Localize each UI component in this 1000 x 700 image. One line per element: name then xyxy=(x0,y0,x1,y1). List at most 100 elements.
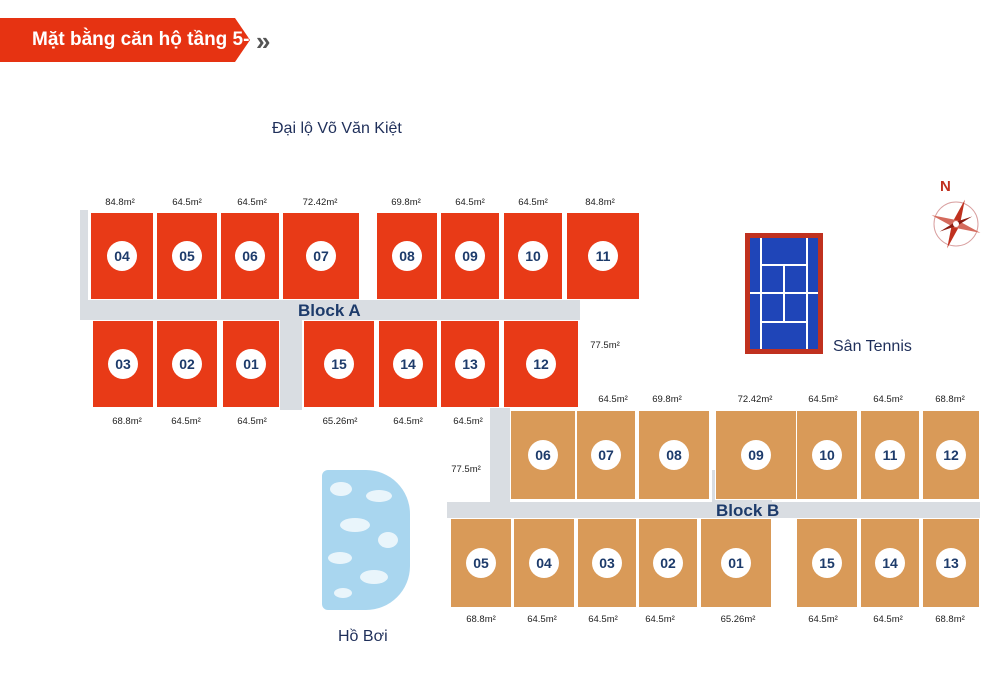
unit-number-badge: 03 xyxy=(108,349,138,379)
block-b-connector xyxy=(490,408,510,508)
unit-number-badge: 04 xyxy=(529,548,559,578)
pool-pattern xyxy=(378,532,398,548)
block-a-bottom-unit[interactable]: 01 xyxy=(222,320,280,408)
block-b-bottom-area-label: 64.5m² xyxy=(873,614,903,625)
block-b-bottom-unit[interactable]: 04 xyxy=(513,518,575,608)
title-banner: Mặt bằng căn hộ tầng 5-21 » xyxy=(0,18,271,62)
unit-number-badge: 05 xyxy=(172,241,202,271)
block-a-top-area-label: 64.5m² xyxy=(237,197,267,208)
pool-pattern xyxy=(328,552,352,564)
block-b-bottom-area-label: 64.5m² xyxy=(527,614,557,625)
tennis-court xyxy=(750,238,818,349)
block-b-top-unit[interactable]: 08 xyxy=(638,410,710,500)
block-a-top-unit[interactable]: 05 xyxy=(156,212,218,300)
unit-number-badge: 03 xyxy=(592,548,622,578)
unit-number-badge: 09 xyxy=(741,440,771,470)
banner-background xyxy=(0,18,250,62)
block-b-bottom-unit[interactable]: 15 xyxy=(796,518,858,608)
unit-number-badge: 12 xyxy=(936,440,966,470)
block-a-bottom-area-label: 68.8m² xyxy=(112,416,142,427)
tennis-label: Sân Tennis xyxy=(833,338,912,355)
block-a-top-unit[interactable]: 08 xyxy=(376,212,438,300)
court-center-line xyxy=(783,264,785,323)
unit-number-badge: 10 xyxy=(812,440,842,470)
block-a-top-area-label: 64.5m² xyxy=(518,197,548,208)
block-a-top-unit[interactable]: 06 xyxy=(220,212,280,300)
block-b-bottom-area-label: 64.5m² xyxy=(808,614,838,625)
block-a-core xyxy=(280,320,302,410)
unit-number-badge: 15 xyxy=(812,548,842,578)
block-a-top-unit[interactable]: 07 xyxy=(282,212,360,300)
block-a-outline xyxy=(80,210,88,320)
block-b-top-area-label: 69.8m² xyxy=(652,394,682,405)
chevron-right-icon: » xyxy=(256,26,271,56)
pool-pattern xyxy=(334,588,352,598)
block-b-bottom-area-label: 68.8m² xyxy=(935,614,965,625)
block-a-top-area-label: 64.5m² xyxy=(172,197,202,208)
block-b-top-unit[interactable]: 06 xyxy=(510,410,576,500)
north-label: N xyxy=(940,178,951,195)
block-b-bottom-area-label: 64.5m² xyxy=(588,614,618,625)
block-b-top-unit[interactable]: 09 xyxy=(715,410,797,500)
block-a-side-area: 77.5m² xyxy=(590,340,620,351)
compass-rose-icon xyxy=(931,199,981,249)
banner-title: Mặt bằng căn hộ tầng 5-21 xyxy=(32,29,271,50)
unit-number-badge: 06 xyxy=(528,440,558,470)
block-b-side-area: 77.5m² xyxy=(451,464,481,475)
block-a-top-unit[interactable]: 10 xyxy=(503,212,563,300)
block-a-top-area-label: 72.42m² xyxy=(302,197,338,208)
block-b-top-unit[interactable]: 12 xyxy=(922,410,980,500)
block-b-bottom-unit[interactable]: 03 xyxy=(577,518,637,608)
block-b-bottom-unit[interactable]: 14 xyxy=(860,518,920,608)
block-a-bottom-unit[interactable]: 03 xyxy=(92,320,154,408)
block-a-bottom-unit[interactable]: 13 xyxy=(440,320,500,408)
unit-number-badge: 12 xyxy=(526,349,556,379)
unit-number-badge: 07 xyxy=(591,440,621,470)
road-label: Đại lộ Võ Văn Kiệt xyxy=(272,120,402,137)
block-a-label: Block A xyxy=(298,301,361,320)
unit-number-badge: 08 xyxy=(392,241,422,271)
block-a-bottom-unit[interactable]: 15 xyxy=(303,320,375,408)
pool-pattern xyxy=(366,490,392,502)
block-b-label: Block B xyxy=(716,501,780,520)
block-b-top-area-label: 64.5m² xyxy=(808,394,838,405)
block-a-top-unit[interactable]: 04 xyxy=(90,212,154,300)
unit-number-badge: 05 xyxy=(466,548,496,578)
unit-number-badge: 01 xyxy=(236,349,266,379)
block-a-top-unit[interactable]: 11 xyxy=(566,212,640,300)
unit-number-badge: 08 xyxy=(659,440,689,470)
block-b-top-unit[interactable]: 10 xyxy=(796,410,858,500)
unit-number-badge: 02 xyxy=(172,349,202,379)
block-b-bottom-unit[interactable]: 01 xyxy=(700,518,772,608)
block-a-top-area-label: 84.8m² xyxy=(585,197,615,208)
block-b-bottom-unit[interactable]: 02 xyxy=(638,518,698,608)
unit-number-badge: 14 xyxy=(393,349,423,379)
block-a-top-area-label: 69.8m² xyxy=(391,197,421,208)
block-a-bottom-unit[interactable]: 02 xyxy=(156,320,218,408)
block-a-bottom-area-label: 64.5m² xyxy=(171,416,201,427)
block-a-bottom-unit[interactable]: 12 xyxy=(503,320,579,408)
block-b-bottom-unit[interactable]: 05 xyxy=(450,518,512,608)
block-b-bottom-area-label: 65.26m² xyxy=(720,614,756,625)
unit-number-badge: 02 xyxy=(653,548,683,578)
swimming-pool xyxy=(322,470,410,610)
unit-number-badge: 06 xyxy=(235,241,265,271)
block-a-top-area-label: 64.5m² xyxy=(455,197,485,208)
block-a-top-unit[interactable]: 09 xyxy=(440,212,500,300)
pool-pattern xyxy=(330,482,352,496)
block-b-bottom-unit[interactable]: 13 xyxy=(922,518,980,608)
unit-number-badge: 10 xyxy=(518,241,548,271)
unit-number-badge: 14 xyxy=(875,548,905,578)
block-b-top-unit[interactable]: 07 xyxy=(576,410,636,500)
block-b-top-area-label: 68.8m² xyxy=(935,394,965,405)
unit-number-badge: 09 xyxy=(455,241,485,271)
unit-number-badge: 07 xyxy=(306,241,336,271)
block-a-bottom-area-label: 64.5m² xyxy=(393,416,423,427)
block-b-top-area-label: 64.5m² xyxy=(873,394,903,405)
block-a-bottom-unit[interactable]: 14 xyxy=(378,320,438,408)
block-b-top-unit[interactable]: 11 xyxy=(860,410,920,500)
block-a-corridor xyxy=(80,300,580,320)
unit-number-badge: 11 xyxy=(588,241,618,271)
block-b-bottom-area-label: 68.8m² xyxy=(466,614,496,625)
pool-pattern xyxy=(360,570,388,584)
